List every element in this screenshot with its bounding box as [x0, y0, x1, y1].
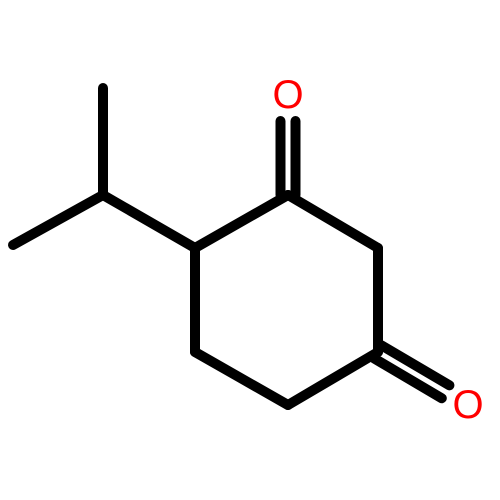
bond-c3-o2-b — [376, 340, 455, 391]
atom-label-o1: O — [272, 73, 303, 117]
bond-c3-o2-a — [369, 353, 447, 404]
atom-label-o2: O — [452, 383, 483, 427]
bond-c1-c2 — [283, 190, 383, 253]
bond-c6-c1 — [190, 190, 293, 253]
bond-c6-c7 — [98, 190, 200, 253]
bond-c4-c5 — [190, 347, 293, 410]
bond-c7-c9 — [8, 190, 108, 250]
bond-c3-c4 — [283, 347, 383, 410]
